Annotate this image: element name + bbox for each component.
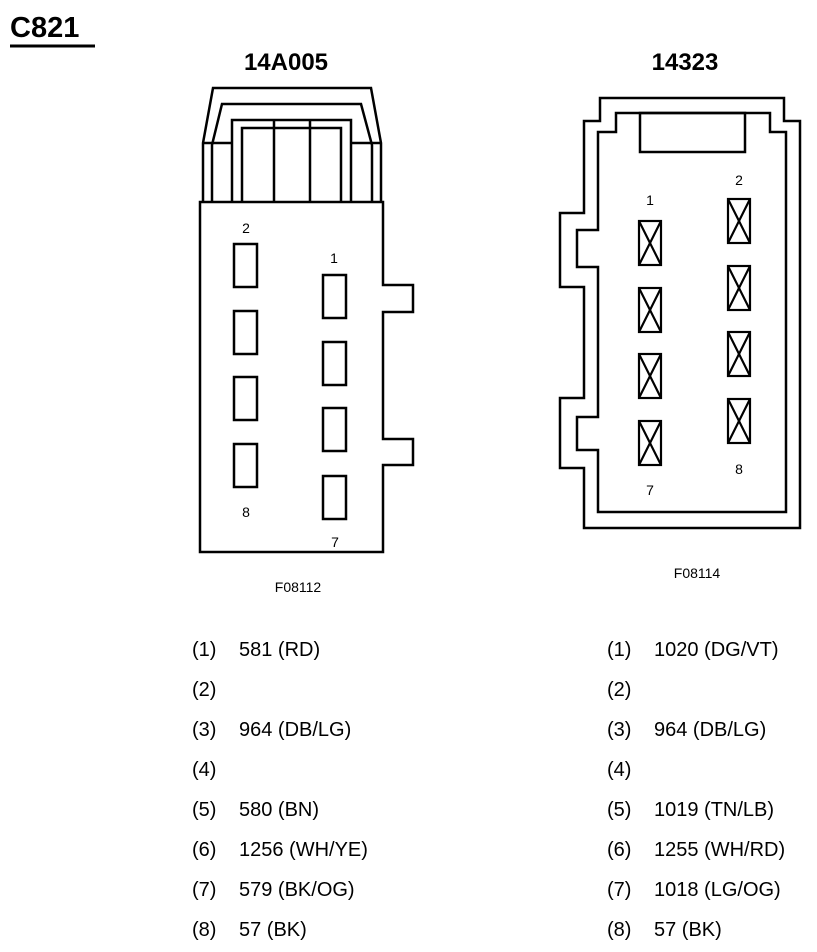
connector-1-pinout-list: (1) 581 (RD) (2) (3) 964 (DB/LG) (4) (5) 580 (B… bbox=[192, 639, 368, 941]
connector-2-cavity-label-7: 7 bbox=[646, 482, 654, 498]
pinout-row: (3) 964 (DB/LG) bbox=[607, 719, 766, 741]
connector-2-cavities bbox=[637, 197, 752, 467]
cavity bbox=[321, 340, 348, 387]
wire-circuit: 581 (RD) bbox=[239, 639, 320, 661]
connector-1-figure-code: F08112 bbox=[275, 579, 322, 595]
pin-number: (3) bbox=[192, 719, 216, 741]
pin-number: (5) bbox=[192, 799, 216, 821]
connector-2-cavity-label-2: 2 bbox=[735, 172, 743, 188]
pin-number: (4) bbox=[607, 759, 631, 781]
connector-2-figure-code: F08114 bbox=[674, 565, 721, 581]
cavity bbox=[232, 242, 259, 289]
wire-circuit: 964 (DB/LG) bbox=[654, 719, 766, 741]
cavity bbox=[726, 264, 752, 312]
pinout-row: (1) 1020 (DG/VT) bbox=[607, 639, 778, 661]
wire-circuit: 964 (DB/LG) bbox=[239, 719, 351, 741]
cavity bbox=[637, 419, 663, 467]
connector-2-housing-outer bbox=[558, 96, 802, 530]
cavity bbox=[726, 197, 752, 245]
wire-circuit: 57 (BK) bbox=[654, 919, 722, 941]
pinout-row: (2) bbox=[192, 679, 216, 701]
pinout-row: (5) 1019 (TN/LB) bbox=[607, 799, 774, 821]
pin-number: (8) bbox=[607, 919, 631, 941]
wire-circuit: 1255 (WH/RD) bbox=[654, 839, 785, 861]
pin-number: (5) bbox=[607, 799, 631, 821]
connector-2-housing-inner bbox=[575, 111, 788, 514]
pinout-row: (2) bbox=[607, 679, 631, 701]
cavity bbox=[321, 406, 348, 453]
wire-circuit: 1019 (TN/LB) bbox=[654, 799, 774, 821]
wire-circuit: 579 (BK/OG) bbox=[239, 879, 355, 901]
pinout-row: (6) 1256 (WH/YE) bbox=[192, 839, 368, 861]
cavity bbox=[232, 442, 259, 489]
pin-number: (7) bbox=[192, 879, 216, 901]
wire-circuit: 57 (BK) bbox=[239, 919, 307, 941]
cavity bbox=[637, 219, 663, 267]
cavity bbox=[321, 273, 348, 320]
pinout-row: (1) 581 (RD) bbox=[192, 639, 320, 661]
pinout-row: (5) 580 (BN) bbox=[192, 799, 319, 821]
cavity bbox=[726, 330, 752, 378]
connector-14323: 14323 1 2 7 8 F08114 bbox=[558, 49, 802, 581]
connector-1-cavity-label-8: 8 bbox=[242, 504, 250, 520]
connector-2-lock-window bbox=[638, 111, 747, 154]
connector-1-part-number: 14A005 bbox=[244, 49, 328, 76]
wire-circuit: 1256 (WH/YE) bbox=[239, 839, 368, 861]
connector-1-cavity-label-1: 1 bbox=[330, 250, 338, 266]
pinout-row: (8) 57 (BK) bbox=[607, 919, 722, 941]
connector-2-pinout-list: (1) 1020 (DG/VT) (2) (3) 964 (DB/LG) (4) (5) 10… bbox=[607, 639, 785, 941]
pinout-row: (4) bbox=[192, 759, 216, 781]
pinout-row: (6) 1255 (WH/RD) bbox=[607, 839, 785, 861]
cavity bbox=[232, 309, 259, 356]
pin-number: (7) bbox=[607, 879, 631, 901]
connector-1-cavity-label-7: 7 bbox=[331, 534, 339, 550]
cavity bbox=[637, 286, 663, 334]
connector-2-cavity-label-8: 8 bbox=[735, 461, 743, 477]
pin-number: (4) bbox=[192, 759, 216, 781]
connector-1-cavities bbox=[232, 242, 348, 521]
pin-number: (2) bbox=[607, 679, 631, 701]
pinout-row: (3) 964 (DB/LG) bbox=[192, 719, 351, 741]
wire-circuit: 1020 (DG/VT) bbox=[654, 639, 778, 661]
connector-2-cavity-label-1: 1 bbox=[646, 192, 654, 208]
pinout-row: (7) 579 (BK/OG) bbox=[192, 879, 355, 901]
connector-14a005: 14A005 2 1 8 7 F08112 bbox=[198, 49, 415, 595]
pin-number: (6) bbox=[607, 839, 631, 861]
pin-number: (1) bbox=[607, 639, 631, 661]
pin-number: (3) bbox=[607, 719, 631, 741]
wire-circuit: 580 (BN) bbox=[239, 799, 319, 821]
cavity bbox=[637, 352, 663, 400]
pin-number: (6) bbox=[192, 839, 216, 861]
cavity bbox=[232, 375, 259, 422]
pinout-row: (7) 1018 (LG/OG) bbox=[607, 879, 781, 901]
connector-2-part-number: 14323 bbox=[652, 49, 719, 76]
pinout-row: (8) 57 (BK) bbox=[192, 919, 307, 941]
page-title: C821 bbox=[10, 12, 79, 44]
pin-number: (2) bbox=[192, 679, 216, 701]
connector-1-housing bbox=[198, 200, 415, 554]
cavity bbox=[321, 474, 348, 521]
connector-1-cavity-label-2: 2 bbox=[242, 220, 250, 236]
cavity bbox=[726, 397, 752, 445]
pin-number: (8) bbox=[192, 919, 216, 941]
wire-circuit: 1018 (LG/OG) bbox=[654, 879, 781, 901]
pin-number: (1) bbox=[192, 639, 216, 661]
connector-1-latch bbox=[201, 86, 383, 202]
pinout-row: (4) bbox=[607, 759, 631, 781]
